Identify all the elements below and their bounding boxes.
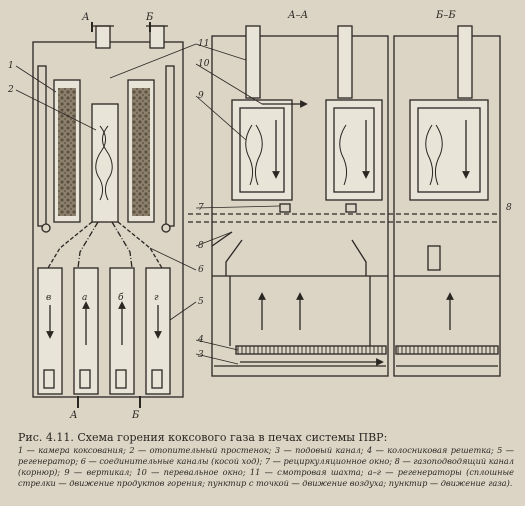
callout-6: 6 <box>198 265 204 275</box>
callout-8: 8 <box>198 241 204 251</box>
callout-7: 7 <box>198 203 204 213</box>
aa-inspection-shaft-2 <box>337 25 353 99</box>
aa-inspection-shaft-1 <box>245 25 261 99</box>
callout-10: 10 <box>198 59 210 69</box>
regenerator-label-a: а <box>82 293 87 303</box>
callout-3: 3 <box>198 350 204 360</box>
regenerator-a <box>73 267 99 395</box>
section-aa-title: А–А <box>287 10 308 21</box>
aa-heating-flue-2 <box>325 99 383 201</box>
cut-a-top-label: А <box>81 12 90 23</box>
cut-b-top-label: Б <box>145 12 154 23</box>
regenerator-label-v: в <box>46 293 51 303</box>
callout-2: 2 <box>7 85 14 95</box>
leader-lines <box>15 43 281 365</box>
callout-4: 4 <box>197 335 204 345</box>
section-bb-title: Б–Б <box>435 10 456 21</box>
figure-caption: Рис. 4.11. Схема горения коксового газа … <box>18 432 514 489</box>
bb-grate <box>395 345 499 355</box>
callout-1: 1 <box>8 61 14 71</box>
section-bb-view <box>393 25 501 377</box>
callout-11: 11 <box>198 39 209 49</box>
inspection-shaft-right <box>149 25 165 49</box>
combustion-scheme-diagram: А Б А Б А–А Б–Б 1 2 11 10 9 7 8 6 5 4 3 … <box>7 10 512 421</box>
regenerator-label-b: б <box>118 292 124 303</box>
caption-legend: 1 — камера коксования; 2 — отопительный … <box>18 445 514 488</box>
bb-heating-flue <box>409 99 489 201</box>
aa-grate <box>235 345 387 355</box>
callout-5: 5 <box>198 297 204 307</box>
plan-view <box>32 22 184 408</box>
cut-a-bottom-label: А <box>69 410 78 421</box>
cut-b-bottom-label: Б <box>131 410 140 421</box>
callout-8-right: 8 <box>506 203 512 213</box>
regenerator-label-g: г <box>154 293 159 303</box>
caption-title: Рис. 4.11. Схема горения коксового газа … <box>18 431 388 444</box>
section-bb-frame <box>393 35 501 377</box>
bb-inspection-shaft <box>457 25 473 99</box>
section-aa-view <box>188 25 500 377</box>
callout-9: 9 <box>198 91 204 101</box>
inspection-shaft-left <box>95 25 111 49</box>
section-aa-frame <box>211 35 389 377</box>
